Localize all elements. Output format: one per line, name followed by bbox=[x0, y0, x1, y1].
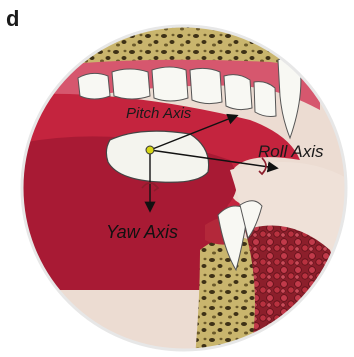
pitch-axis-label: Pitch Axis bbox=[126, 105, 192, 122]
panel-letter: d bbox=[6, 6, 19, 31]
roll-axis-label: Roll Axis bbox=[258, 142, 324, 161]
yaw-axis-label: Yaw Axis bbox=[106, 222, 178, 242]
pivot-dot-icon bbox=[146, 146, 154, 154]
lower-jaw-bone bbox=[195, 237, 260, 357]
